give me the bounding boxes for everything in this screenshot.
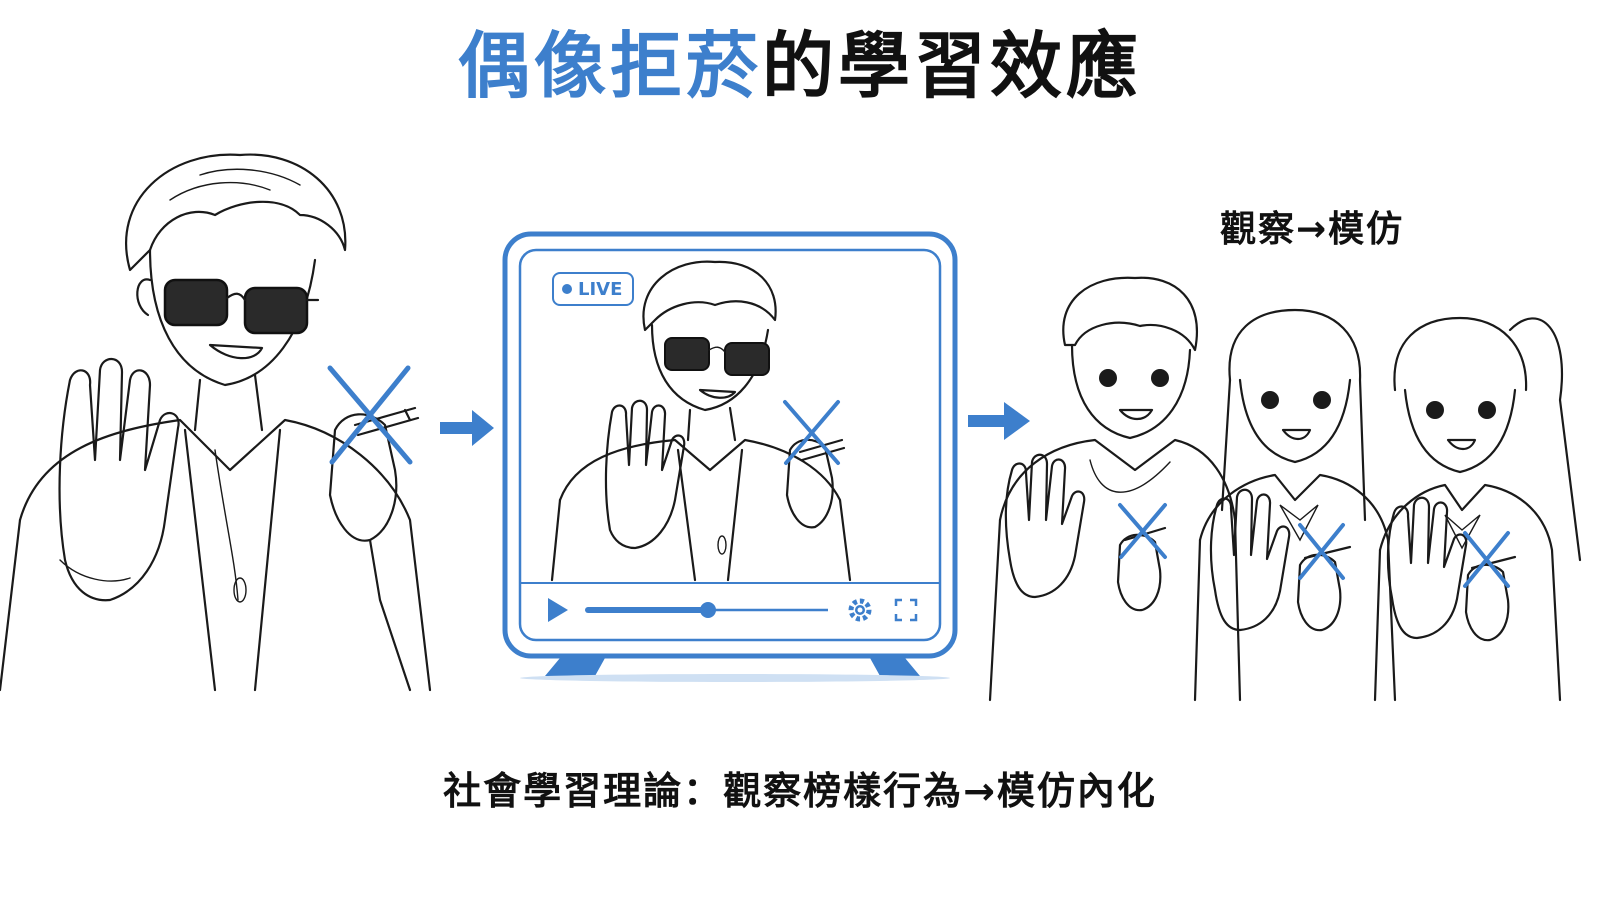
live-dot-icon [562,284,572,294]
live-label: LIVE [578,278,623,300]
title-rest: 的學習效應 [762,24,1143,108]
no-cigarette-cross-icon [1298,523,1345,580]
title-accent: 偶像拒菸 [457,24,762,108]
observe-imitate-label: 觀察→模仿 [1220,209,1405,250]
student-girl-2 [1373,316,1582,702]
no-cigarette-cross-icon [783,400,840,465]
arrow-right-icon [968,402,1030,440]
student-boy [988,276,1242,702]
page-title: 偶像拒菸的學習效應 [0,30,1600,102]
caption: 社會學習理論：觀察榜樣行為→模仿內化 [443,769,1157,813]
play-icon[interactable] [548,598,568,622]
arrow-right-icon [440,410,494,446]
sunglasses-left-lens [163,278,229,327]
no-cigarette-cross-icon [1463,531,1510,588]
illustration-scene [0,153,1582,702]
live-badge: LIVE [552,272,635,306]
no-cigarette-cross-icon [1118,503,1167,559]
gear-icon[interactable] [848,598,872,622]
student-girl-1 [1193,308,1397,702]
idol-figure [0,153,432,692]
progress-knob[interactable] [700,602,716,618]
sunglasses-right-lens [243,286,309,335]
no-cigarette-cross-icon [327,365,413,465]
fullscreen-icon[interactable] [894,598,918,622]
screen-idol-figure [550,260,852,582]
tv-screen [502,231,958,682]
